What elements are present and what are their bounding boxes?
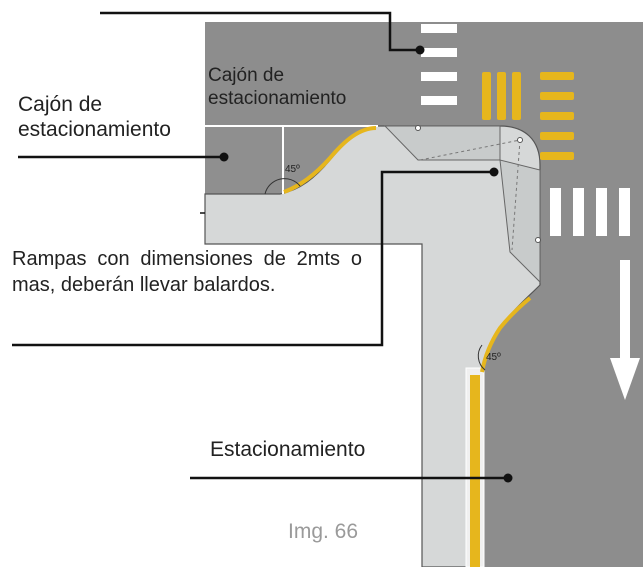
- tactile-curve-top: [283, 126, 377, 194]
- marker-dot-2: [517, 137, 523, 143]
- angle-arc-2: [477, 344, 486, 371]
- label-cajon-left: Cajón de estacionamiento: [18, 93, 171, 141]
- marker-dot-3: [535, 237, 541, 243]
- label-rampas: Rampas con dimensiones de 2mts o mas, de…: [12, 248, 362, 296]
- angle-arc-1: [264, 178, 301, 195]
- marker-dot-1: [415, 125, 421, 131]
- ramp-dashed-edge: [419, 139, 521, 251]
- leader-endpoints: [219, 45, 513, 483]
- corner-ramp-right: [499, 159, 541, 284]
- angle-label-2: 45º: [486, 352, 501, 363]
- angle-label-1: 45º: [285, 164, 300, 175]
- vertical-tactile-strip: [470, 375, 480, 567]
- zebra-crossing-right: [550, 188, 630, 236]
- yellow-tactile-bars: [482, 72, 574, 160]
- image-caption: Img. 66: [288, 520, 359, 543]
- label-cajon-top: Cajón de estacionamiento: [208, 65, 347, 109]
- leader-lines: [12, 11, 508, 480]
- zebra-crossing-top: [421, 24, 457, 105]
- direction-arrow-icon: [610, 260, 640, 400]
- label-estacionamiento: Estacionamiento: [210, 438, 366, 461]
- tactile-curve-right: [480, 296, 532, 373]
